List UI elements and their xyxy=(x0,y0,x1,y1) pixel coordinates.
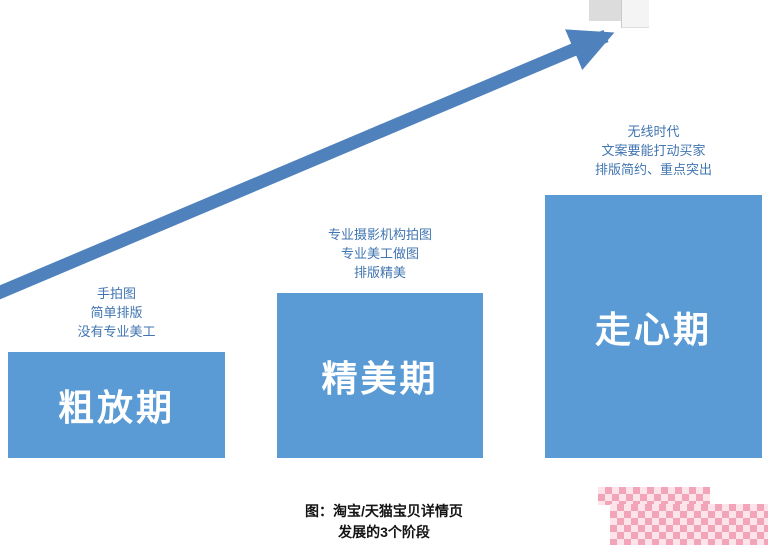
stage-1-notes: 手拍图 简单排版 没有专业美工 xyxy=(8,284,225,341)
note-line: 无线时代 xyxy=(627,124,680,139)
stage-2-bar: 精美期 xyxy=(277,293,483,458)
note-line: 手拍图 xyxy=(96,286,136,301)
stage-1-bar: 粗放期 xyxy=(8,352,225,458)
stage-2-label: 精美期 xyxy=(321,357,439,399)
note-line: 文案要能打动买家 xyxy=(601,143,706,158)
stage-3-label: 走心期 xyxy=(594,308,712,350)
caption-line-2: 发展的3个阶段 xyxy=(338,524,430,540)
watermark-mosaic xyxy=(610,504,768,545)
note-line: 简单排版 xyxy=(90,305,143,320)
note-line: 排版简约、重点突出 xyxy=(594,162,712,177)
note-line: 排版精美 xyxy=(353,265,406,280)
note-line: 专业美工做图 xyxy=(340,246,419,261)
cropped-ui-fragment xyxy=(589,0,621,21)
note-line: 专业摄影机构拍图 xyxy=(327,227,432,242)
diagram-caption: 图：淘宝/天猫宝贝详情页 发展的3个阶段 xyxy=(252,501,516,543)
note-line: 没有专业美工 xyxy=(77,324,156,339)
stage-3-notes: 无线时代 文案要能打动买家 排版简约、重点突出 xyxy=(545,122,762,179)
stage-2-notes: 专业摄影机构拍图 专业美工做图 排版精美 xyxy=(277,225,483,282)
stage-3-bar: 走心期 xyxy=(545,195,762,458)
caption-line-1: 图：淘宝/天猫宝贝详情页 xyxy=(305,503,463,519)
stage-1-label: 粗放期 xyxy=(57,387,175,428)
cropped-ui-fragment xyxy=(621,0,649,28)
watermark-mosaic xyxy=(598,487,710,505)
